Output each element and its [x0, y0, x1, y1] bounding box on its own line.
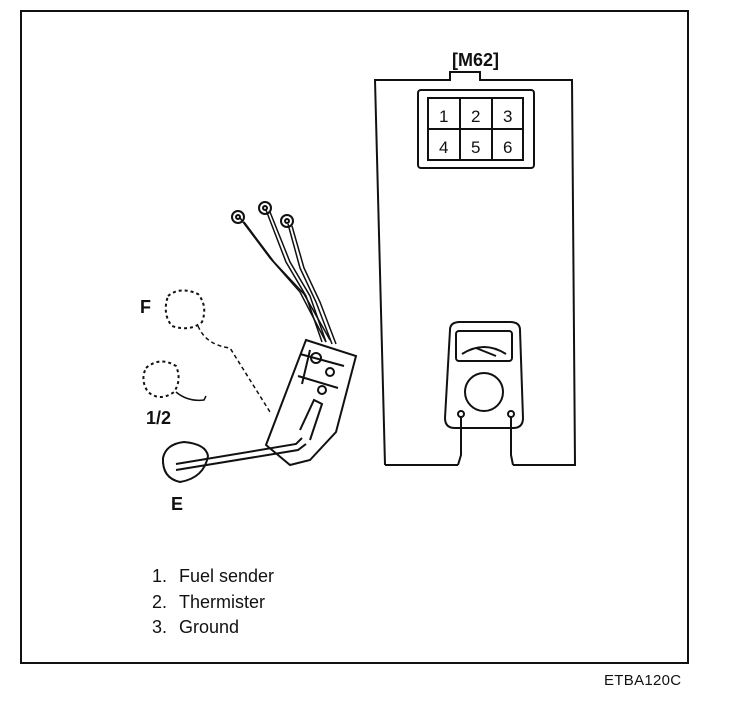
legend-text: Thermister [179, 591, 266, 612]
legend-number: 1. [152, 566, 168, 586]
legend-item: 3. Ground [152, 615, 274, 641]
diagram-frame [20, 10, 689, 664]
connector-housing [373, 71, 577, 466]
float-full-position [164, 289, 206, 330]
multimeter-icon [443, 321, 525, 429]
float-half-position [142, 360, 180, 398]
legend-number: 3. [152, 617, 168, 637]
float-arm [175, 437, 307, 471]
legend-item: 1. Fuel sender [152, 564, 274, 590]
float-travel-path [197, 325, 271, 413]
legend-list: 1. Fuel sender 2. Thermister 3. Ground [152, 564, 274, 641]
connector-label: [M62] [452, 50, 499, 70]
legend-number: 2. [152, 591, 168, 612]
float-empty-position [161, 440, 210, 484]
pin-2: 2 [471, 107, 480, 126]
pin-5: 5 [471, 138, 480, 157]
legend-text: Ground [179, 617, 240, 637]
sender-wire-harness [239, 209, 337, 345]
terminal-label-e: E [171, 494, 183, 514]
pin-1: 1 [439, 107, 448, 126]
figure-code: ETBA120C [604, 672, 682, 689]
pin-3: 3 [503, 107, 512, 126]
legend-text: Fuel sender [179, 566, 275, 586]
legend-item: 2. Thermister [152, 590, 274, 616]
wire-terminal-ring-icon [231, 201, 294, 228]
fuel-sender-unit [264, 338, 358, 467]
pin-4: 4 [439, 138, 448, 157]
terminal-label-f: F [140, 297, 151, 317]
connector-pins: 1 2 3 4 5 6 [439, 107, 512, 157]
half-arm-stub [175, 391, 207, 402]
terminal-label-half: 1/2 [146, 408, 171, 428]
multimeter-leads [457, 417, 514, 466]
connector-face [417, 89, 535, 169]
pin-6: 6 [503, 138, 512, 157]
